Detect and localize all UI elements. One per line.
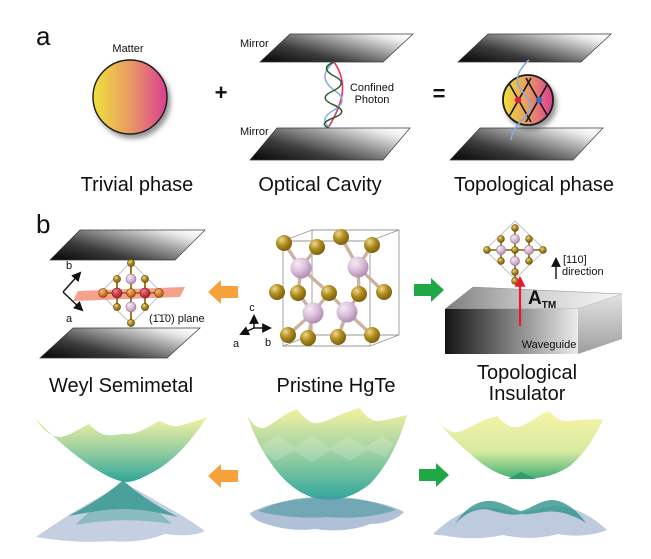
- cavity-top-mirror: [259, 33, 414, 63]
- optical-cavity-caption: Optical Cavity: [258, 174, 381, 196]
- pristine-hgte-caption: Pristine HgTe: [277, 375, 396, 397]
- pristine-axis-c-label: c: [249, 302, 255, 314]
- topological-phase-group: Topological phase: [449, 33, 614, 196]
- cavity-bottom-mirror: [249, 127, 411, 161]
- waveguide-front-face: [445, 309, 578, 354]
- 110-plane-label: (1̄1̄0) plane: [149, 313, 205, 325]
- ti-upper-band: [440, 411, 603, 479]
- direction-label-1: [110]: [563, 254, 587, 266]
- hgte-hg-atoms: [290, 256, 369, 324]
- pristine-hgte-group: c a b Pristine HgTe: [233, 229, 400, 397]
- pristine-axes: c a b: [233, 302, 272, 350]
- arrow-right-green-bands: [419, 463, 449, 487]
- waveguide-label: Waveguide: [522, 339, 577, 351]
- panel-a-label: a: [36, 21, 51, 51]
- weyl-node-blue-dot: [535, 96, 543, 104]
- topological-phase-caption: Topological phase: [454, 174, 614, 196]
- weyl-crystal-atoms: [98, 259, 164, 327]
- trivial-phase-group: Matter Trivial phase: [81, 43, 194, 196]
- ti-caption-line1: Topological: [477, 362, 577, 384]
- trivial-phase-caption: Trivial phase: [81, 174, 194, 196]
- waveguide-side-face: [578, 294, 622, 354]
- atm-field-label: ATM: [528, 288, 556, 311]
- topo-bottom-mirror: [449, 127, 604, 161]
- photon-wave-blue: [324, 61, 343, 129]
- weyl-upper-band: [35, 417, 207, 482]
- weyl-lower-band-mid: [75, 480, 172, 525]
- ti-band-structure: [433, 411, 607, 539]
- optical-cavity-group: Mirror Mirror Confined Photon Optical Ca…: [240, 33, 414, 196]
- weyl-semimetal-caption: Weyl Semimetal: [49, 375, 193, 397]
- cavity-mode-wave: [510, 59, 531, 141]
- weyl-top-mirror: [49, 229, 206, 261]
- pristine-axis-b-label: b: [265, 337, 271, 349]
- confined-photon-label-2: Photon: [355, 94, 390, 106]
- direction-indicator: [110] direction: [551, 254, 604, 279]
- plus-sign: +: [215, 80, 228, 105]
- weyl-axis-a-label: a: [66, 313, 73, 325]
- topo-top-mirror: [457, 33, 612, 63]
- panel-a: a Matter Trivial phase + Mirror Mirror C…: [36, 21, 614, 196]
- weyl-axis-b-label: b: [66, 260, 72, 272]
- ti-caption-line2: Insulator: [489, 383, 566, 405]
- panel-b-label: b: [36, 209, 50, 239]
- confined-photon-label-1: Confined: [350, 82, 394, 94]
- weyl-lower-band-inner: [68, 480, 178, 517]
- arrow-right-green: [414, 278, 444, 302]
- weyl-axes: b a: [62, 260, 84, 325]
- arrow-left-orange-bands: [208, 464, 238, 488]
- direction-label-2: direction: [562, 266, 604, 278]
- ti-lower-band-humps: [455, 500, 586, 524]
- weyl-lower-band-outer: [36, 483, 205, 542]
- pristine-band-structure: [247, 408, 407, 531]
- weyl-bottom-mirror: [39, 327, 201, 359]
- hgte-te-atoms: [269, 229, 392, 346]
- matter-circle: [92, 59, 168, 135]
- photon-wave-green: [323, 61, 343, 129]
- pristine-lower-band-top: [258, 496, 396, 518]
- pristine-band-facets: [262, 435, 393, 462]
- mirror-top-label: Mirror: [240, 38, 269, 50]
- photon-wave-red: [327, 61, 344, 129]
- pristine-axis-a-label: a: [233, 338, 240, 350]
- arrow-left-orange: [208, 280, 238, 304]
- matter-label: Matter: [112, 43, 144, 55]
- pristine-upper-band: [247, 408, 407, 500]
- topological-insulator-group: Waveguide: [444, 220, 623, 405]
- panel-b: b: [35, 209, 623, 542]
- weyl-semimetal-group: b a (1̄1̄0) plane Weyl Semimetal: [39, 229, 206, 397]
- ti-lower-band-outer: [433, 506, 607, 539]
- weyl-band-structure: [35, 417, 207, 542]
- weyl-node-red-dot: [514, 96, 522, 104]
- ti-crystal-atoms: [483, 224, 547, 285]
- ti-band-edge-bump: [508, 472, 536, 479]
- equals-sign: =: [433, 81, 446, 106]
- mirror-bottom-label: Mirror: [240, 126, 269, 138]
